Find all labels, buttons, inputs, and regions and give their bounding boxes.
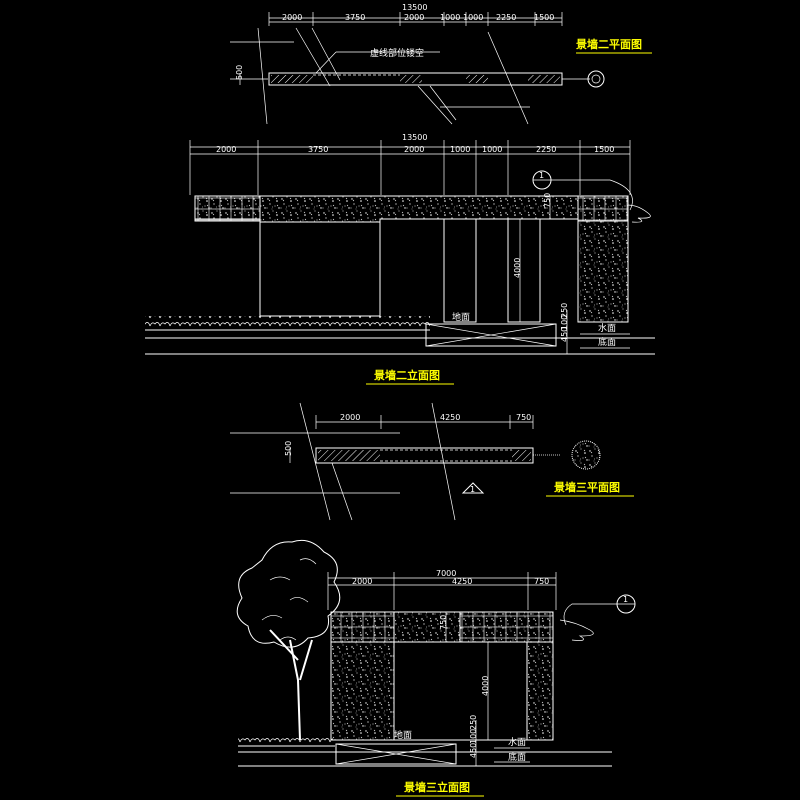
plan3-seg-1: 2000 <box>340 413 360 422</box>
elev2-seg-4: 1000 <box>450 145 470 154</box>
plan2-seg-6: 2250 <box>496 13 516 22</box>
plan3-seg-3: 750 <box>516 413 531 422</box>
elev3-ground: 地面 <box>394 729 412 741</box>
plan3-width: 500 <box>284 441 293 456</box>
plan2-seg-7: 1500 <box>534 13 554 22</box>
elevation-wall-3: 7000 2000 4250 750 地面 水面 底面 4000 750 25 <box>236 539 636 797</box>
elev2-water: 水面 <box>598 322 616 334</box>
plan2-seg-3: 2000 <box>404 13 424 22</box>
plan2-width: 500 <box>235 65 244 80</box>
elev2-marker: 1 <box>539 171 544 180</box>
elev2-pool: 底面 <box>598 336 616 348</box>
plan-wall-3: 2000 4250 750 500 1 景墙三平面图 <box>230 402 634 521</box>
elev2-title: 景墙二立面图 <box>373 368 440 382</box>
elev3-seg-2: 4250 <box>452 577 472 586</box>
elev2-base2: 100 <box>560 315 569 330</box>
elev3-pool: 底面 <box>508 751 526 763</box>
elev3-base1: 250 <box>469 715 478 730</box>
elev2-seg-7: 1500 <box>594 145 614 154</box>
elev2-ground: 地面 <box>452 311 470 323</box>
elev2-total: 13500 <box>402 133 427 142</box>
plan2-seg-5: 1000 <box>463 13 483 22</box>
plan3-seg-2: 4250 <box>440 413 460 422</box>
plan2-title: 景墙二平面图 <box>575 37 642 51</box>
plan2-seg-4: 1000 <box>440 13 460 22</box>
elev2-seg-5: 1000 <box>482 145 502 154</box>
elev3-water: 水面 <box>508 736 526 748</box>
elev3-seg-1: 2000 <box>352 577 372 586</box>
plan2-total: 13500 <box>402 3 427 12</box>
elevation-wall-2: 13500 2000 3750 2000 1000 1000 2250 1500… <box>145 133 655 385</box>
elev3-total: 7000 <box>436 569 456 578</box>
elev2-height: 4000 <box>513 258 522 278</box>
plan3-title: 景墙三平面图 <box>553 480 620 494</box>
elev3-base3: 450 <box>469 743 478 758</box>
tree-icon <box>236 539 341 741</box>
elev2-seg-2: 3750 <box>308 145 328 154</box>
plan2-note: 虚线部位镂空 <box>370 47 424 59</box>
elev2-seg-1: 2000 <box>216 145 236 154</box>
plan-wall-2: 13500 2000 3750 2000 1000 1000 2250 1500… <box>230 3 652 125</box>
elev3-title: 景墙三立面图 <box>403 780 470 794</box>
elev3-base2: 100 <box>469 729 478 744</box>
elev3-marker: 1 <box>623 595 628 604</box>
elev2-seg-3: 2000 <box>404 145 424 154</box>
elev2-seg-6: 2250 <box>536 145 556 154</box>
plan2-seg-2: 3750 <box>345 13 365 22</box>
plan3-marker: 1 <box>470 485 475 494</box>
elev3-top: 750 <box>439 615 448 630</box>
elev2-top: 750 <box>543 193 552 208</box>
plan2-seg-1: 2000 <box>282 13 302 22</box>
elev2-base1: 250 <box>560 303 569 318</box>
elev3-seg-3: 750 <box>534 577 549 586</box>
elev2-base3: 450 <box>560 327 569 342</box>
elev3-height: 4000 <box>481 676 490 696</box>
